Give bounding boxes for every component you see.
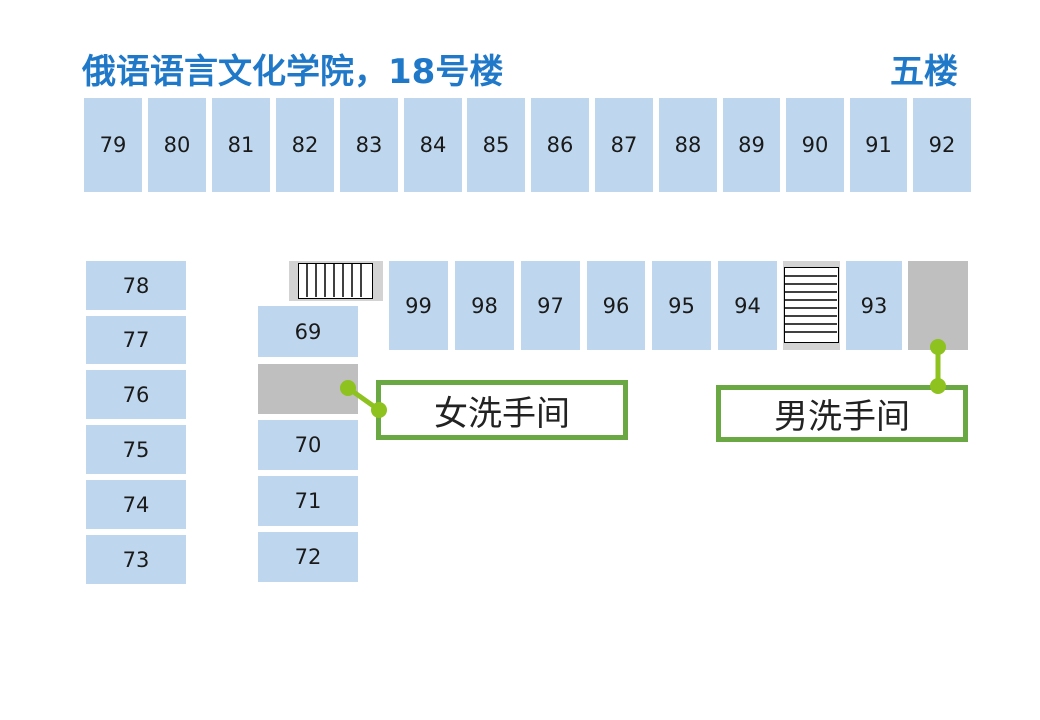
room-88[interactable]: 88 (659, 98, 717, 192)
staircase-right-lines (785, 275, 837, 333)
room-70[interactable]: 70 (258, 420, 358, 470)
room-95[interactable]: 95 (652, 261, 711, 350)
room-73[interactable]: 73 (86, 535, 186, 584)
mens-connector-dot-end (930, 378, 946, 394)
womens-restroom-text: 女洗手间 (434, 393, 570, 434)
room-98[interactable]: 98 (455, 261, 514, 350)
womens-restroom-label: 女洗手间 (376, 380, 628, 440)
room-81[interactable]: 81 (212, 98, 270, 192)
room-80[interactable]: 80 (148, 98, 206, 192)
womens-connector-dot-end (371, 402, 387, 418)
womens-connector-dot-start (340, 380, 356, 396)
room-77[interactable]: 77 (86, 316, 186, 364)
staircase-right-steps (784, 267, 839, 343)
room-69[interactable]: 69 (258, 306, 358, 357)
building-title: 俄语语言文化学院，18号楼 (82, 52, 504, 92)
room-99[interactable]: 99 (389, 261, 448, 350)
room-96[interactable]: 96 (587, 261, 645, 350)
room-91[interactable]: 91 (850, 98, 907, 192)
room-92[interactable]: 92 (913, 98, 971, 192)
room-89[interactable]: 89 (723, 98, 780, 192)
mens-restroom-label: 男洗手间 (716, 385, 968, 442)
mens-restroom-area (908, 261, 968, 350)
room-90[interactable]: 90 (786, 98, 844, 192)
room-94[interactable]: 94 (718, 261, 777, 350)
room-84[interactable]: 84 (404, 98, 462, 192)
mens-connector-dot-start (930, 339, 946, 355)
room-74[interactable]: 74 (86, 480, 186, 529)
staircase-left (289, 261, 383, 301)
room-93[interactable]: 93 (846, 261, 902, 350)
staircase-right (783, 261, 840, 350)
floor-label: 五楼 (890, 52, 958, 92)
room-71[interactable]: 71 (258, 476, 358, 526)
room-78[interactable]: 78 (86, 261, 186, 310)
room-83[interactable]: 83 (340, 98, 398, 192)
staircase-left-steps (298, 263, 373, 299)
mens-restroom-text: 男洗手间 (774, 397, 910, 437)
room-87[interactable]: 87 (595, 98, 653, 192)
room-75[interactable]: 75 (86, 425, 186, 474)
room-97[interactable]: 97 (521, 261, 580, 350)
room-79[interactable]: 79 (84, 98, 142, 192)
room-72[interactable]: 72 (258, 532, 358, 582)
room-86[interactable]: 86 (531, 98, 589, 192)
room-85[interactable]: 85 (467, 98, 525, 192)
room-76[interactable]: 76 (86, 370, 186, 419)
staircase-left-lines (306, 264, 362, 297)
room-82[interactable]: 82 (276, 98, 334, 192)
